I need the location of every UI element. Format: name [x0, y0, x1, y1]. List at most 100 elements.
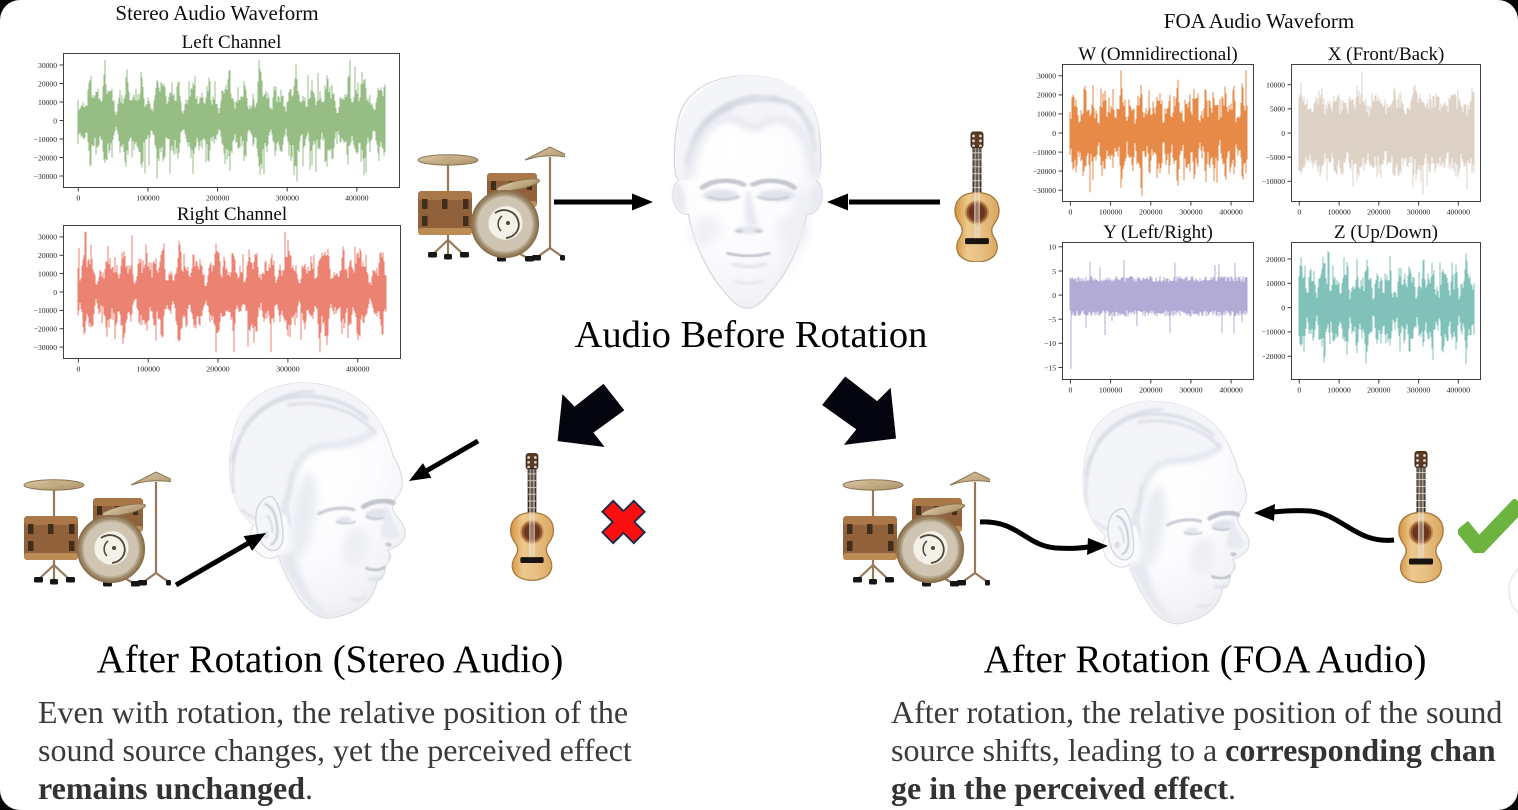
edge-circle-decoration [1508, 559, 1518, 623]
ytick-label-y: 10 [1048, 243, 1056, 252]
description-line: remains unchanged. [38, 769, 632, 807]
ytick-label-right: −30000 [34, 343, 57, 352]
arrow-guitar-to-head-stereo [409, 438, 480, 481]
xtick-label-z: 100000 [1327, 386, 1350, 395]
ytick-label-w: 20000 [1037, 91, 1056, 100]
waveform-right [77, 232, 387, 353]
ytick-label-left: −10000 [34, 134, 57, 143]
ytick-label-z: 20000 [1266, 255, 1285, 264]
guitar-image-foa [1390, 448, 1452, 585]
arrow-guitar-to-head [827, 193, 940, 211]
xtick-label-w: 100000 [1099, 208, 1122, 217]
xtick-label-z: 400000 [1447, 386, 1470, 395]
drum-kit-image-foa [840, 468, 990, 588]
ytick-label-right: −10000 [34, 306, 57, 315]
xtick-label-z: 300000 [1407, 386, 1430, 395]
guitar-image [944, 131, 1010, 262]
ytick-label-x: −5000 [1266, 153, 1286, 162]
xtick-label-right: 300000 [276, 365, 299, 374]
waveform-z [1298, 251, 1475, 364]
xtick-label-w: 300000 [1179, 208, 1202, 217]
description-bold-text: remains unchanged [38, 770, 306, 806]
curved-arrow-drums-foa [979, 519, 1108, 555]
description-after-stereo: Even with rotation, the relative positio… [38, 693, 632, 807]
ytick-label-y: 5 [1052, 267, 1056, 276]
xtick-label-y: 300000 [1179, 386, 1202, 395]
xtick-label-z: 0 [1297, 386, 1301, 395]
description-bold-text: ge in the perceived effect [891, 770, 1229, 806]
waveform-x [1298, 71, 1475, 196]
xtick-label-y: 400000 [1219, 386, 1242, 395]
arrow-drums-to-head-stereo [174, 533, 266, 588]
xtick-label-w: 0 [1068, 208, 1072, 217]
description-text: sound source changes, yet the perceived … [38, 732, 632, 768]
xtick-label-left: 200000 [206, 193, 229, 202]
head-image-before [665, 69, 830, 316]
ytick-label-right: 10000 [38, 270, 57, 279]
waveform-left [77, 59, 386, 181]
waveform-y [1069, 260, 1248, 369]
caption-before-rotation: Audio Before Rotation [574, 314, 928, 356]
description-bold-text: corresponding chan [1225, 732, 1496, 768]
ytick-label-x: 0 [1281, 129, 1285, 138]
ytick-label-w: −30000 [1033, 186, 1056, 195]
ytick-label-x: 5000 [1270, 105, 1285, 114]
cross-icon [594, 491, 653, 553]
caption-after-foa: After Rotation (FOA Audio) [983, 638, 1427, 681]
description-text: After rotation, the relative position of… [891, 694, 1503, 730]
ytick-label-z: 0 [1281, 303, 1285, 312]
xtick-label-right: 200000 [206, 365, 229, 374]
ytick-label-left: 10000 [38, 97, 57, 106]
check-icon [1458, 499, 1518, 553]
ytick-label-w: 30000 [1037, 72, 1056, 81]
ytick-label-left: 30000 [38, 60, 57, 69]
xtick-label-left: 100000 [136, 193, 159, 202]
ytick-label-w: 10000 [1037, 110, 1056, 119]
waveform-w [1069, 70, 1248, 197]
curved-arrow-guitar-foa [1254, 504, 1395, 543]
guitar-image-stereo [502, 450, 562, 583]
ytick-label-left: 0 [53, 116, 57, 125]
ytick-label-w: 0 [1052, 129, 1056, 138]
plot-title-right: Right Channel [176, 204, 288, 226]
xtick-label-x: 100000 [1327, 208, 1350, 217]
plot-title-y: Y (Left/Right) [1103, 222, 1213, 243]
ytick-label-x: 10000 [1266, 81, 1285, 90]
description-line: sound source changes, yet the perceived … [38, 731, 632, 769]
xtick-label-y: 100000 [1099, 386, 1122, 395]
ytick-label-right: −20000 [34, 325, 57, 334]
plot-title-x: X (Front/Back) [1327, 44, 1445, 66]
xtick-label-right: 400000 [346, 365, 369, 374]
ytick-label-right: 30000 [38, 233, 57, 242]
arrow-drums-to-head [554, 193, 653, 211]
xtick-label-x: 400000 [1447, 208, 1470, 217]
description-after-foa: After rotation, the relative position of… [891, 693, 1502, 807]
ytick-label-left: 20000 [38, 79, 57, 88]
xtick-label-x: 200000 [1367, 208, 1390, 217]
xtick-label-left: 300000 [276, 193, 299, 202]
block-arrow-right-icon [822, 376, 897, 445]
ytick-label-z: −10000 [1262, 328, 1285, 337]
xtick-label-x: 300000 [1407, 208, 1430, 217]
xtick-label-left: 400000 [345, 193, 368, 202]
ytick-label-left: −20000 [34, 153, 57, 162]
ytick-label-y: −15 [1044, 363, 1056, 372]
ytick-label-right: 0 [53, 288, 57, 297]
foa-panel-title: FOA Audio Waveform [1163, 9, 1355, 33]
ytick-label-x: −10000 [1262, 177, 1285, 186]
description-line: ge in the perceived effect. [891, 769, 1502, 807]
xtick-label-y: 200000 [1139, 386, 1162, 395]
stereo-panel-title: Stereo Audio Waveform [115, 1, 319, 25]
xtick-label-y: 0 [1068, 386, 1072, 395]
description-line: After rotation, the relative position of… [891, 693, 1502, 731]
ytick-label-z: −20000 [1262, 352, 1285, 361]
caption-after-stereo: After Rotation (Stereo Audio) [96, 638, 564, 681]
description-text: source shifts, leading to a [891, 732, 1226, 768]
block-arrow-left-icon [557, 383, 625, 448]
plot-title-z: Z (Up/Down) [1334, 222, 1438, 243]
